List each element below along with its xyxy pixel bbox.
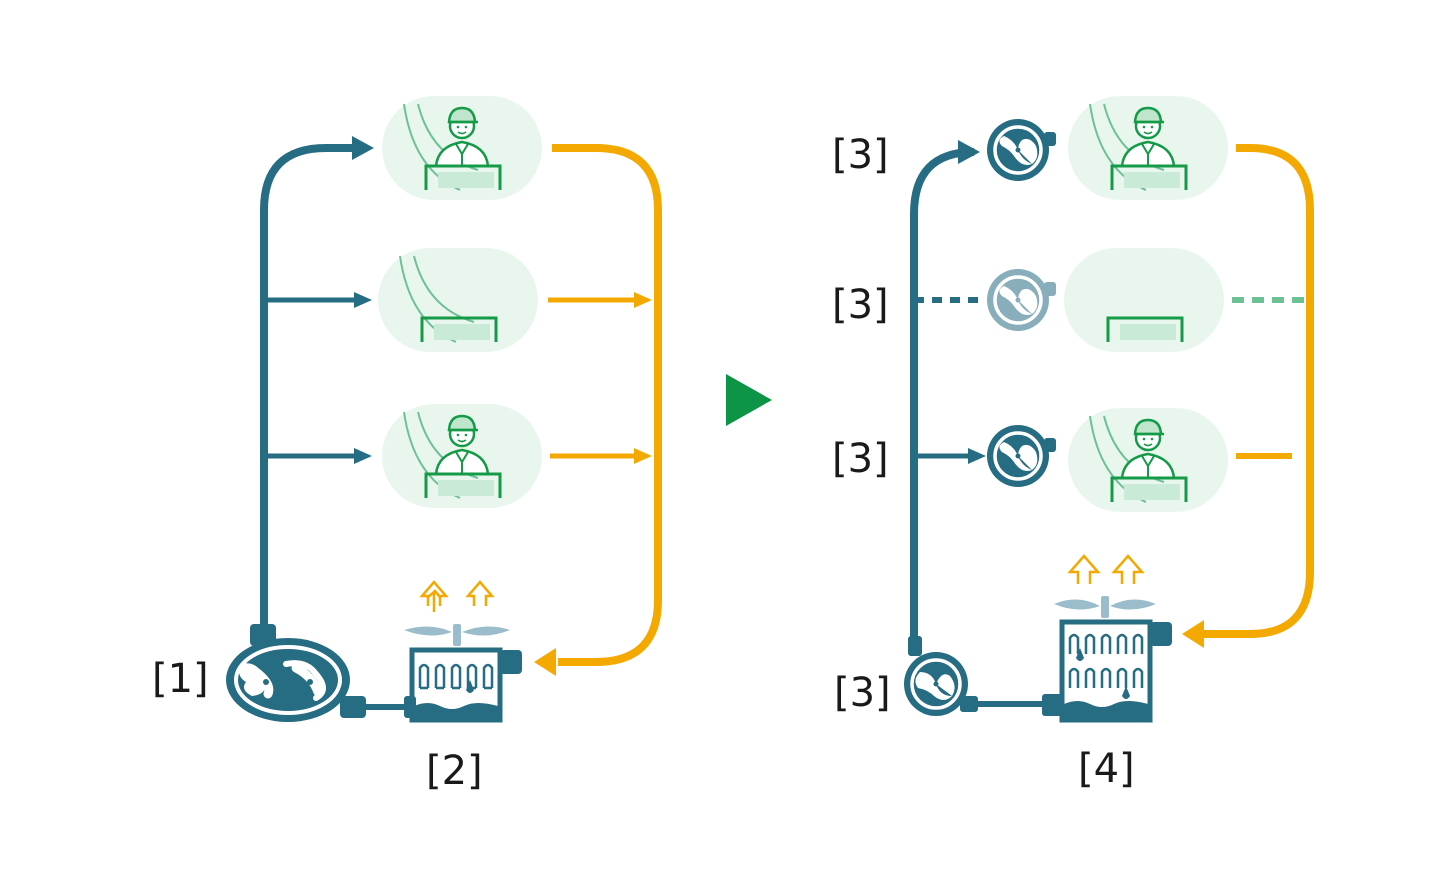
supply-arrow-mid-left <box>354 292 372 308</box>
transition-arrow <box>726 374 772 426</box>
label-blower-right: [3] <box>834 670 891 716</box>
return-arrow-mid-left <box>634 292 652 308</box>
dust-collector-icon-right <box>1042 554 1172 723</box>
work-station-left-2 <box>377 247 539 353</box>
supply-duct-left <box>260 144 356 626</box>
return-arrow-collector-right <box>1182 620 1204 648</box>
work-station-left-3 <box>381 403 543 509</box>
label-damper-middle: [3] <box>832 282 889 328</box>
return-duct-left <box>552 144 662 666</box>
supply-arrow-top-left <box>352 136 374 160</box>
work-station-right-3 <box>1067 407 1229 513</box>
damper-icon-top <box>985 117 1058 183</box>
supply-arrow-bottom-left <box>354 448 372 464</box>
label-damper-top: [3] <box>832 132 889 178</box>
supply-arrow-bottom-right <box>968 448 986 464</box>
damper-icon-middle-closed <box>985 267 1058 333</box>
work-station-right-2 <box>1064 248 1224 352</box>
return-arrow-bottom-left <box>634 448 652 464</box>
blower-icon-right <box>904 636 978 716</box>
supply-duct-right <box>910 148 975 648</box>
label-dust-collector-right: [4] <box>1078 746 1135 792</box>
work-station-left-1 <box>381 95 543 201</box>
label-blower-left: [1] <box>152 656 209 702</box>
work-station-right-1 <box>1067 95 1229 201</box>
return-arrow-collector-left <box>534 648 556 676</box>
dust-collector-icon-left <box>404 580 522 723</box>
left-system: [1] [2] <box>152 95 662 794</box>
label-damper-bottom: [3] <box>832 436 889 482</box>
roots-blower-icon <box>226 624 366 722</box>
damper-icon-bottom <box>985 423 1058 489</box>
label-dust-collector-left: [2] <box>426 748 483 794</box>
right-system: [3] [3] [3] [3] [4] <box>832 95 1314 792</box>
return-duct-right <box>1202 144 1314 638</box>
supply-arrow-top-right <box>958 140 980 164</box>
